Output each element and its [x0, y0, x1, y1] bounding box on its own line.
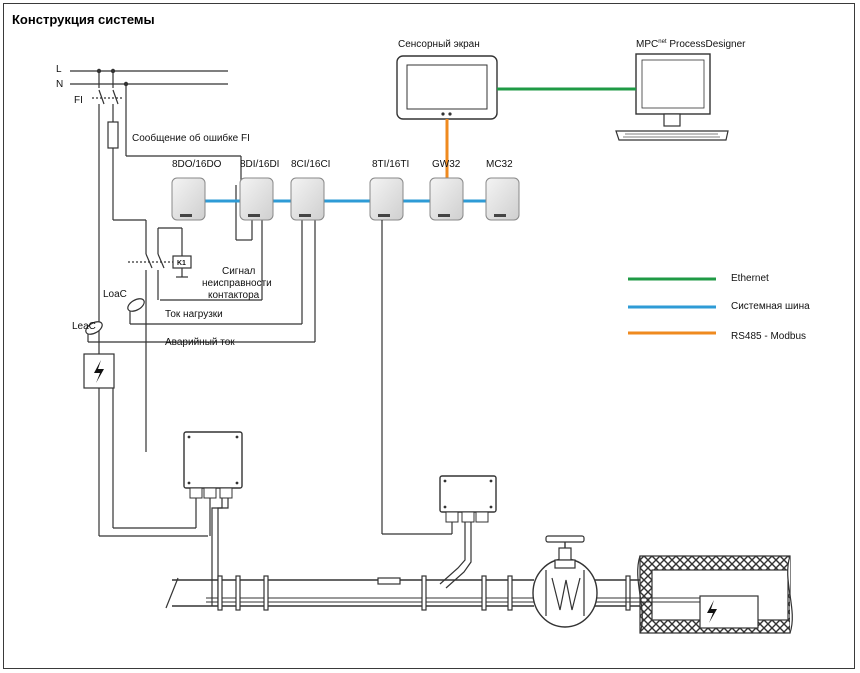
junction-box-right-wiring	[439, 522, 472, 589]
module-label-8ti: 8TI/16TI	[372, 159, 409, 170]
module-8ci	[290, 177, 325, 221]
power-lines	[70, 70, 242, 528]
module-mc32	[485, 177, 520, 221]
label-N: N	[56, 79, 63, 90]
module-label-8ci: 8CI/16CI	[291, 159, 330, 170]
legend: Ethernet Системная шина RS485 - Modbus	[628, 273, 810, 342]
keyboard-keys	[623, 133, 720, 138]
current-wiring	[87, 220, 316, 537]
module-label-gw32: GW32	[432, 159, 461, 170]
touch-screen-led	[448, 112, 452, 116]
contactor-signal-label-2: неисправности	[202, 278, 272, 289]
module-label-mc32: MC32	[486, 159, 513, 170]
legend-label-ethernet: Ethernet	[731, 273, 769, 284]
module-gw32	[429, 177, 464, 221]
module-8ti	[369, 177, 404, 221]
junction-box-left	[183, 431, 243, 499]
loac-sensor	[127, 298, 145, 312]
touch-screen-label: Сенсорный экран	[398, 39, 480, 50]
fuse	[107, 121, 119, 149]
touch-screen-display	[406, 64, 488, 110]
valve-handwheel	[545, 535, 585, 543]
touch-screen-led	[441, 112, 445, 116]
pipeline	[165, 535, 793, 634]
fi-error-label: Сообщение об ошибке FI	[132, 132, 250, 144]
diagram-title: Конструкция системы	[12, 12, 155, 27]
pc-screen	[641, 59, 705, 109]
end-box-lightning-icon	[707, 600, 717, 623]
loac-label: LoaC	[103, 289, 127, 300]
fault-current-label: Аварийный ток	[165, 337, 235, 348]
junction-box-left-wiring	[195, 498, 229, 606]
relay-k1	[172, 255, 192, 269]
contactor-signal-label-1: Сигнал	[222, 266, 256, 277]
leac-sensor	[85, 321, 103, 335]
temperature-sensor	[377, 577, 401, 585]
module-label-8do: 8DO/16DO	[172, 159, 222, 170]
power-nodes	[96, 68, 129, 87]
legend-label-rs485: RS485 - Modbus	[731, 331, 806, 342]
mpc-label: MPCnet ProcessDesigner	[636, 39, 746, 50]
leac-label: LeaC	[72, 321, 96, 332]
module-8di	[239, 177, 274, 221]
pc-stand	[663, 113, 681, 127]
module-label-8di: 8DI/16DI	[240, 159, 279, 170]
contactor-signal-label-3: контактора	[208, 290, 260, 301]
valve-body	[532, 558, 598, 628]
relay-k1-label: K1	[177, 260, 186, 267]
load-current-label: Ток нагрузки	[165, 309, 223, 320]
legend-label-system-bus: Системная шина	[731, 301, 810, 312]
lightning-icon	[94, 360, 104, 383]
label-L: L	[56, 64, 62, 75]
module-8do	[171, 177, 206, 221]
pc-keyboard-icon	[615, 130, 729, 141]
junction-box-right	[439, 475, 497, 523]
label-FI: FI	[74, 95, 83, 106]
